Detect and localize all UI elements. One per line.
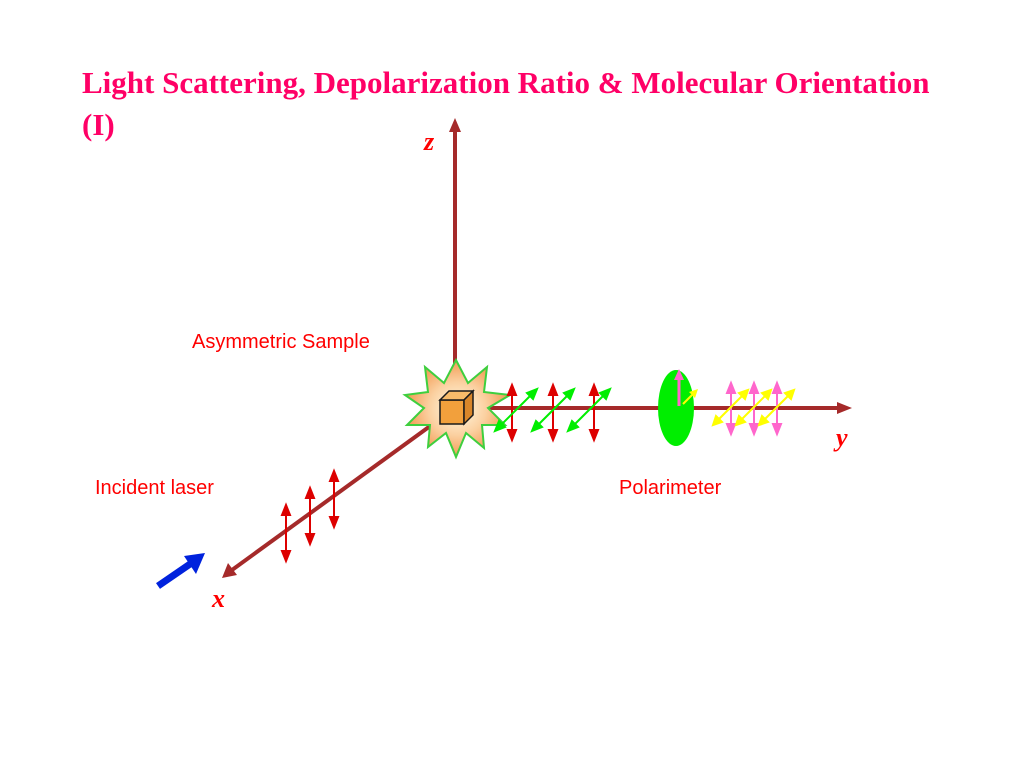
incident-arrow-2 — [304, 485, 316, 547]
scattered-red-arrow-1 — [506, 382, 518, 443]
scattered-green-arrow-2 — [530, 387, 576, 433]
transmitted-pink-arrow-1 — [725, 380, 737, 437]
transmitted-yellow-arrow-3 — [757, 388, 796, 427]
incident-laser-label: Incident laser — [95, 477, 214, 499]
incident-direction-arrow — [156, 553, 205, 589]
polarimeter-label: Polarimeter — [619, 477, 722, 499]
transmitted-diagonal-arrows — [711, 388, 796, 427]
transmitted-yellow-arrow-2 — [734, 388, 773, 427]
scattered-red-arrow-2 — [547, 382, 559, 443]
y-axis-label: y — [833, 423, 848, 452]
z-axis-arrowhead — [449, 118, 461, 132]
polarimeter-lens — [658, 370, 694, 446]
z-axis-label: z — [423, 127, 435, 156]
x-axis-label: x — [211, 584, 225, 613]
polarimeter-lens-arrows — [674, 369, 698, 406]
incident-arrow-1 — [280, 502, 292, 564]
scattered-green-arrow-3 — [566, 387, 612, 433]
scattered-red-arrow-3 — [588, 382, 600, 443]
y-axis-arrowhead — [837, 402, 852, 414]
x-axis — [230, 406, 457, 572]
sample-cube — [438, 389, 475, 426]
transmitted-vertical-arrows — [725, 380, 783, 437]
scattered-green-arrow-1 — [493, 387, 539, 433]
slide-title: Light Scattering, Depolarization Ratio &… — [82, 65, 930, 142]
incident-polarization-arrows — [280, 468, 340, 564]
scattered-diagonal-arrows — [493, 387, 612, 433]
transmitted-pink-arrow-3 — [771, 380, 783, 437]
scattered-vertical-arrows — [506, 382, 600, 443]
transmitted-pink-arrow-2 — [748, 380, 760, 437]
x-axis-arrowhead — [222, 563, 237, 578]
incident-arrow-3 — [328, 468, 340, 530]
sample-label: Asymmetric Sample — [192, 331, 370, 353]
transmitted-yellow-arrow-1 — [711, 388, 750, 427]
